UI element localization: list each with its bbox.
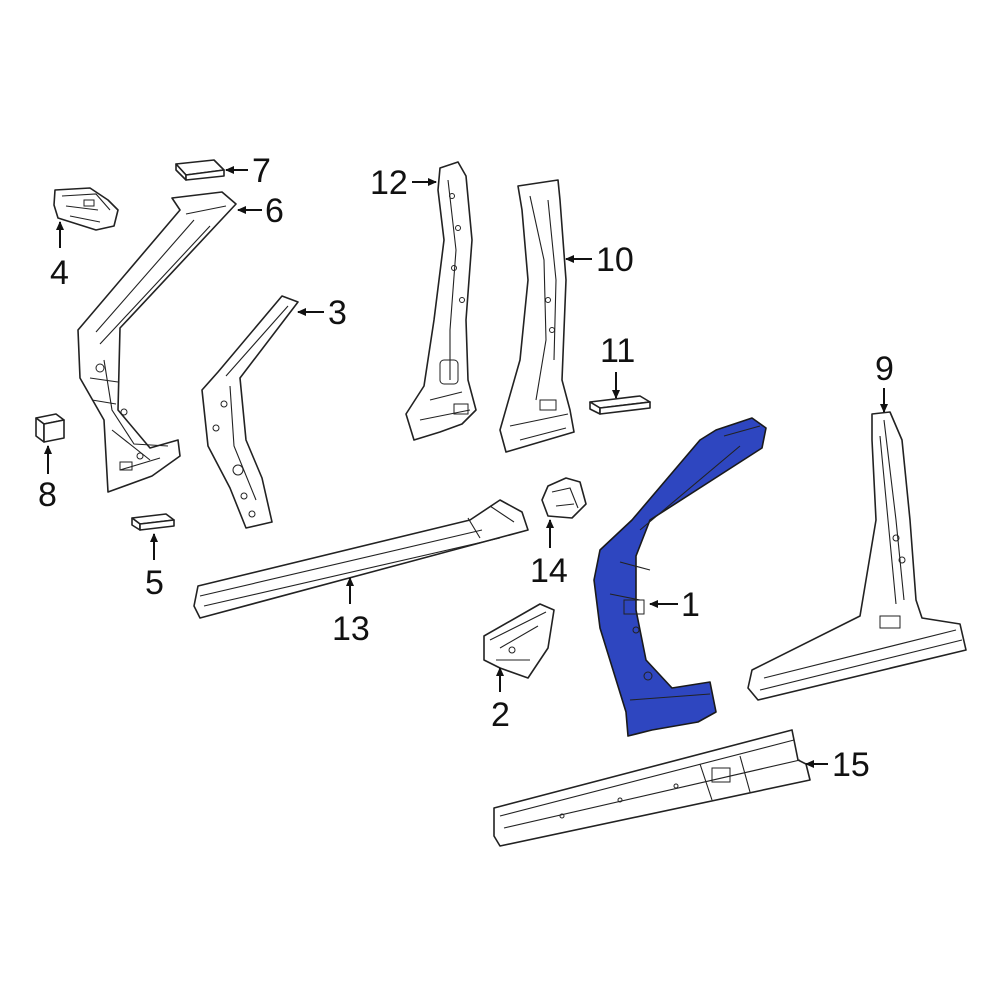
part-10[interactable] [499,179,575,453]
part-9[interactable] [747,411,967,701]
callout-9[interactable]: 9 [875,350,894,388]
part-1[interactable] [593,417,767,737]
part-1-body[interactable] [593,417,767,737]
part-12[interactable] [405,161,477,441]
part-3[interactable] [201,295,299,529]
part-6[interactable] [77,191,237,493]
callout-arrows [44,166,888,768]
part-8[interactable] [35,413,65,443]
callout-10[interactable]: 10 [596,241,634,279]
callout-2[interactable]: 2 [491,696,510,734]
callout-6[interactable]: 6 [265,192,284,230]
part-4[interactable] [53,187,119,231]
callout-5[interactable]: 5 [145,564,164,602]
part-2[interactable] [483,603,555,679]
part-5[interactable] [131,513,175,531]
callout-labels: 1 2 3 4 5 6 7 8 9 10 11 12 13 14 15 [38,152,894,784]
callout-7[interactable]: 7 [252,152,271,190]
callout-11[interactable]: 11 [600,332,635,370]
callout-3[interactable]: 3 [328,294,347,332]
callout-15[interactable]: 15 [832,746,870,784]
part-14[interactable] [541,477,587,519]
callout-8[interactable]: 8 [38,476,57,514]
callout-12[interactable]: 12 [370,164,408,202]
part-7[interactable] [175,159,225,181]
callout-14[interactable]: 14 [530,552,568,590]
part-13[interactable] [193,499,529,619]
callout-13[interactable]: 13 [332,610,370,648]
callout-1[interactable]: 1 [681,586,700,624]
callout-4[interactable]: 4 [50,254,69,292]
part-15[interactable] [493,729,811,847]
part-11[interactable] [589,395,651,415]
